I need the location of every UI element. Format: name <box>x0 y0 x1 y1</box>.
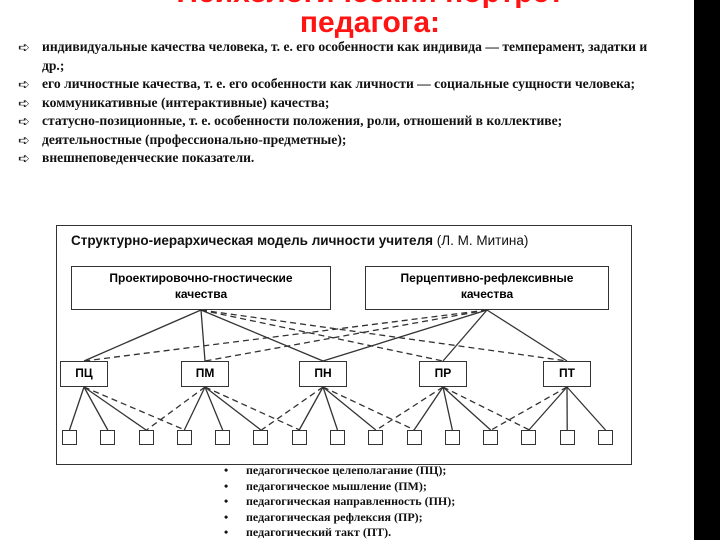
arrow-right-icon: ➪ <box>18 76 30 95</box>
node-box: ПТ <box>543 361 591 387</box>
leaf-box <box>445 430 460 445</box>
quality-box-left: Проектировочно-гностические качества <box>71 266 331 310</box>
connector-line <box>84 310 201 361</box>
connector-line <box>487 310 567 361</box>
legend-item: •педагогическое целеполагание (ПЦ); <box>222 463 455 479</box>
arrow-right-icon: ➪ <box>18 39 30 58</box>
node-box: ПМ <box>181 361 229 387</box>
leaf-box <box>483 430 498 445</box>
connector-line <box>299 387 323 430</box>
leaf-box <box>215 430 230 445</box>
leaf-box <box>253 430 268 445</box>
list-item: ➪статусно-позиционные, т. е. особенности… <box>18 112 658 131</box>
bullet-dot-icon: • <box>224 494 228 510</box>
page-title: Психологический портрет педагога: <box>90 0 650 38</box>
qualities-list: ➪индивидуальные качества человека, т. е.… <box>18 38 658 168</box>
arrow-right-icon: ➪ <box>18 150 30 169</box>
arrow-right-icon: ➪ <box>18 113 30 132</box>
connector-line <box>376 387 443 430</box>
connector-line <box>414 387 443 430</box>
connector-line <box>529 387 567 430</box>
node-box: ПЦ <box>60 361 108 387</box>
bullet-dot-icon: • <box>224 510 228 526</box>
legend-item: •педагогический такт (ПТ). <box>222 525 455 541</box>
leaf-box <box>330 430 345 445</box>
connector-line <box>84 387 108 430</box>
leaf-box <box>560 430 575 445</box>
leaf-box <box>598 430 613 445</box>
connector-line <box>261 387 323 430</box>
list-item: ➪индивидуальные качества человека, т. е.… <box>18 38 658 75</box>
connector-line <box>567 387 606 430</box>
connector-line <box>443 387 529 430</box>
leaf-box <box>62 430 77 445</box>
connector-line <box>70 387 85 430</box>
node-box: ПР <box>419 361 467 387</box>
leaf-box <box>292 430 307 445</box>
list-item: ➪его личностные качества, т. е. его особ… <box>18 75 658 94</box>
connector-line <box>184 387 205 430</box>
leaf-box <box>100 430 115 445</box>
leaf-box <box>521 430 536 445</box>
connector-line <box>201 310 323 361</box>
node-box: ПН <box>299 361 347 387</box>
legend-list: •педагогическое целеполагание (ПЦ); •пед… <box>222 463 455 541</box>
connector-line <box>443 387 491 430</box>
legend-item: •педагогическая направленность (ПН); <box>222 494 455 510</box>
connector-line <box>201 310 205 361</box>
list-item: ➪внешнеповеденческие показатели. <box>18 149 658 168</box>
connector-line <box>443 310 487 361</box>
arrow-right-icon: ➪ <box>18 132 30 151</box>
connector-line <box>84 387 185 430</box>
leaf-box <box>368 430 383 445</box>
connector-line <box>147 387 205 430</box>
bullet-dot-icon: • <box>224 525 228 541</box>
model-diagram: Структурно-иерархическая модель личности… <box>56 225 632 465</box>
leaf-box <box>139 430 154 445</box>
connection-lines <box>57 226 631 464</box>
bullet-dot-icon: • <box>224 463 228 479</box>
list-item: ➪деятельностные (профессионально-предмет… <box>18 131 658 150</box>
right-black-strip <box>694 0 720 540</box>
connector-line <box>201 310 567 361</box>
legend-item: •педагогическое мышление (ПМ); <box>222 479 455 495</box>
legend-item: •педагогическая рефлексия (ПР); <box>222 510 455 526</box>
connector-line <box>491 387 567 430</box>
list-item: ➪коммуникативные (интерактивные) качеств… <box>18 94 658 113</box>
connector-line <box>84 387 146 430</box>
bullet-dot-icon: • <box>224 479 228 495</box>
quality-box-right: Перцептивно-рефлексивные качества <box>365 266 609 310</box>
model-title: Структурно-иерархическая модель личности… <box>71 233 528 248</box>
leaf-box <box>407 430 422 445</box>
title-line-2: педагога: <box>90 8 650 38</box>
arrow-right-icon: ➪ <box>18 95 30 114</box>
leaf-box <box>177 430 192 445</box>
connector-line <box>84 310 487 361</box>
